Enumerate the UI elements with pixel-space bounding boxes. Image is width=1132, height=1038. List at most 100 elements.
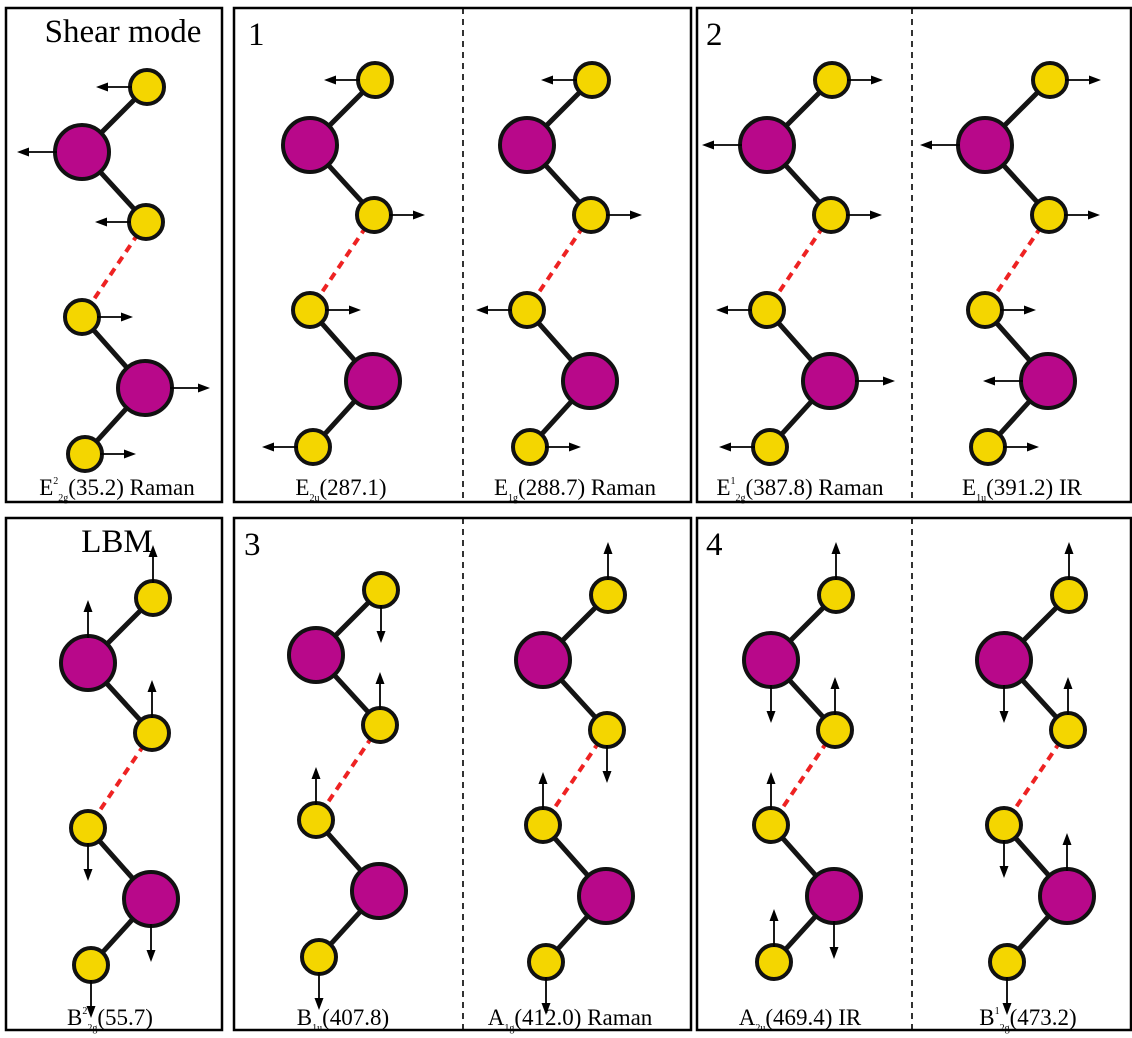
interlayer-bond: [1002, 728, 1070, 827]
mode-structure: [262, 61, 425, 466]
metal-atom: [805, 867, 863, 925]
mode-structure: [742, 542, 863, 981]
chalcogen-atom: [300, 938, 338, 976]
displacement-arrow: [148, 545, 158, 583]
displacement-arrow: [1002, 977, 1012, 1015]
chalcogen-atom: [816, 711, 854, 749]
mode-activity: IR: [832, 1005, 861, 1030]
displacement-arrow: [86, 980, 96, 1018]
chalcogen-atom: [511, 428, 549, 466]
chalcogen-atom: [527, 943, 565, 981]
panel-frame-c: [695, 6, 1132, 504]
mode-activity: Raman: [581, 1005, 652, 1030]
displacement-arrow: [376, 605, 386, 643]
chalcogen-atom: [572, 196, 610, 234]
mode-frequency: (407.8): [322, 1005, 389, 1030]
displacement-arrow: [769, 909, 779, 947]
chalcogen-atom: [812, 196, 850, 234]
mode-symbol: E: [295, 475, 309, 500]
chalcogen-atom: [589, 576, 627, 614]
displacement-arrow: [829, 921, 839, 959]
displacement-arrow: [389, 210, 425, 220]
displacement-arrow: [716, 305, 752, 315]
panel-dividers: [462, 8, 913, 1030]
mode-label: E2u(287.1): [295, 475, 386, 504]
mode-symbol: A: [739, 1005, 756, 1030]
metal-atom: [122, 870, 180, 928]
mode-frequency: (287.1): [319, 475, 386, 500]
mode-label: A2u(469.4) IR: [739, 1005, 862, 1034]
mode-superscript: 1: [731, 476, 736, 487]
panel-frame-f: [695, 516, 1132, 1032]
displacement-arrow: [602, 745, 612, 783]
displacement-arrow: [999, 840, 1009, 878]
mode-structure: [59, 545, 180, 1018]
chalcogen-atom: [748, 291, 786, 329]
interlayer-bond: [86, 731, 154, 830]
interlayer-bond: [314, 723, 382, 822]
displacement-arrow: [766, 685, 776, 723]
displacement-arrow: [146, 924, 156, 962]
mode-symbol: B: [297, 1005, 312, 1030]
mode-frequency: (288.7): [518, 475, 585, 500]
metal-atom: [116, 359, 174, 417]
mode-frequency: (35.2): [68, 475, 124, 500]
displacement-arrow: [920, 140, 960, 150]
displacement-arrow: [1003, 442, 1039, 452]
interlayer-bond: [541, 728, 609, 827]
displacement-arrow: [855, 376, 895, 386]
displacement-arrow: [324, 75, 360, 85]
interlayer-bond: [765, 213, 833, 312]
displacement-arrow: [83, 843, 93, 881]
chalcogen-atom: [291, 291, 329, 329]
displacement-arrow: [1000, 305, 1036, 315]
mode-subscript: 1u: [312, 1023, 322, 1034]
chalcogen-atom: [72, 946, 110, 984]
panel-title-c: 2: [706, 17, 723, 53]
metal-atom: [59, 634, 117, 692]
mode-label: E1g(288.7) Raman: [494, 475, 657, 504]
chalcogen-atom: [573, 61, 611, 99]
displacement-arrow: [1064, 542, 1074, 580]
chalcogen-atom: [755, 943, 793, 981]
chalcogen-atom: [294, 428, 332, 466]
mode-structure: [975, 542, 1096, 1015]
chalcogen-atom: [128, 68, 166, 106]
mode-structure: [702, 61, 895, 466]
displacement-arrow: [766, 772, 776, 810]
panel-title-f: 4: [706, 527, 723, 563]
mode-frequency: (391.2): [986, 475, 1053, 500]
displacement-arrow: [262, 442, 298, 452]
chalcogen-atom: [63, 298, 101, 336]
metal-atom: [350, 862, 408, 920]
displacement-arrow: [999, 685, 1009, 723]
displacement-arrow: [314, 972, 324, 1010]
metal-atom: [742, 631, 800, 689]
mode-frequency: (469.4): [765, 1005, 832, 1030]
displacement-arrow: [719, 442, 755, 452]
chalcogen-atom: [508, 291, 546, 329]
displacement-arrow: [100, 449, 136, 459]
atomic-structures: [17, 61, 1101, 1018]
chalcogen-atom: [297, 801, 335, 839]
mode-label: E22g(35.2) Raman: [39, 475, 195, 504]
mode-subscript: 2g: [736, 493, 746, 504]
chalcogen-atom: [133, 714, 171, 752]
displacement-arrow: [147, 680, 157, 718]
displacement-arrow: [325, 305, 361, 315]
mode-frequency: (473.2): [1010, 1005, 1077, 1030]
metal-atom: [561, 352, 619, 410]
displacement-arrow: [97, 312, 133, 322]
mode-subscript: 2g: [58, 493, 68, 504]
mode-activity: Raman: [813, 475, 884, 500]
chalcogen-atom: [752, 806, 790, 844]
chalcogen-atom: [66, 435, 104, 473]
displacement-arrow: [1065, 75, 1101, 85]
displacement-arrow: [846, 210, 882, 220]
mode-subscript: 2g: [87, 1023, 97, 1034]
panel-title-b: 1: [248, 17, 265, 53]
chalcogen-atom: [362, 571, 400, 609]
displacement-arrow: [603, 542, 613, 580]
